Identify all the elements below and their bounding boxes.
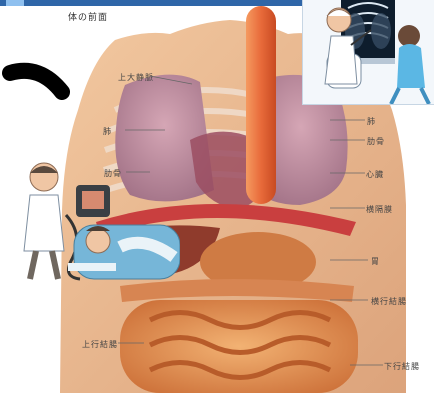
label-vena-cava: 上大静脈: [118, 72, 154, 83]
label-ascending-colon: 上行結腸: [82, 339, 118, 350]
label-lung-left: 肺: [103, 126, 112, 137]
small-intestine: [120, 300, 358, 393]
endoscopy-inset: [14, 155, 180, 295]
label-lung-right: 肺: [367, 116, 376, 127]
endoscopy-scene: [14, 155, 180, 295]
doctor-xray-scene: [303, 0, 434, 104]
label-rib-right: 肋骨: [367, 136, 385, 147]
black-stroke-curve: [10, 71, 62, 92]
label-stomach: 胃: [371, 256, 380, 267]
label-heart: 心臓: [366, 169, 384, 180]
label-transverse-colon: 横行結腸: [371, 296, 407, 307]
label-descending-colon: 下行結腸: [384, 361, 420, 372]
doctor-xray-inset: [302, 0, 434, 105]
esophagus: [246, 6, 276, 204]
label-diaphragm: 横隔膜: [366, 204, 393, 215]
